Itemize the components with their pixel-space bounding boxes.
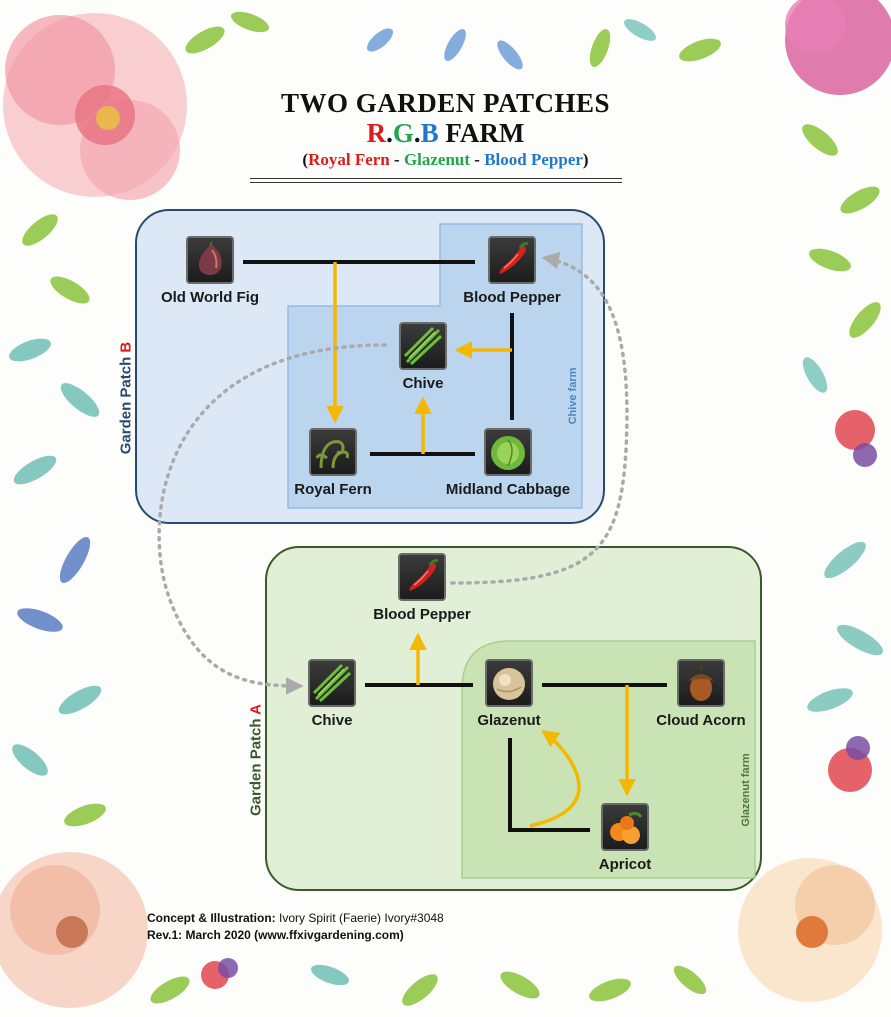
title-dot-2: . xyxy=(413,118,421,148)
title-sep-1: - xyxy=(389,150,404,169)
node-royal-fern: Royal Fern xyxy=(258,428,408,498)
apricot-icon xyxy=(601,803,649,851)
label-apricot: Apricot xyxy=(598,856,652,873)
node-glazenut: Glazenut xyxy=(434,659,584,729)
title-paren-close: ) xyxy=(582,150,589,169)
title-sep-2: - xyxy=(470,150,485,169)
title-rule-1 xyxy=(250,178,622,179)
title-line-1: TWO GARDEN PATCHES xyxy=(280,88,611,118)
pepper-icon xyxy=(488,236,536,284)
fuchsia-flower-bottom xyxy=(201,958,238,989)
glazenut-icon xyxy=(485,659,533,707)
label-blood-pepper-b: Blood Pepper xyxy=(463,289,561,306)
node-midland-cabbage: Midland Cabbage xyxy=(433,428,583,498)
title-dot-1: . xyxy=(386,118,393,148)
fuchsia-flower-right xyxy=(828,410,877,792)
teal-leaves-right xyxy=(807,541,883,712)
node-blood-pepper-b: Blood Pepper xyxy=(437,236,587,306)
title-farm: FARM xyxy=(438,118,525,148)
node-chive-b: Chive xyxy=(348,322,498,392)
pepper-icon xyxy=(398,553,446,601)
credits: Concept & Illustration: Ivory Spirit (Fa… xyxy=(147,910,444,944)
credit-concept-text: Ivory Spirit (Faerie) Ivory#3048 xyxy=(275,911,444,925)
cross-patch-links xyxy=(157,251,629,695)
title-blood-pepper: Blood Pepper xyxy=(484,150,583,169)
garden-patch-b-label: Garden Patch B xyxy=(118,342,135,455)
title-b: B xyxy=(420,118,439,148)
node-cloud-acorn: Cloud Acorn xyxy=(626,659,776,729)
left-leaves xyxy=(9,214,106,827)
node-old-world-fig: Old World Fig xyxy=(135,236,285,306)
label-old-world-fig: Old World Fig xyxy=(160,289,260,306)
peach-rose-bottom-left xyxy=(0,852,148,1008)
fern-icon xyxy=(309,428,357,476)
title-paren-open: ( xyxy=(302,150,309,169)
pink-peony-top-left xyxy=(3,13,187,200)
node-blood-pepper-a: Blood Pepper xyxy=(347,553,497,623)
node-apricot: Apricot xyxy=(550,803,700,873)
credit-concept-label: Concept & Illustration: xyxy=(147,911,276,925)
glazenut-farm-label: Glazenut farm xyxy=(740,753,752,827)
chive-farm-label: Chive farm xyxy=(567,367,579,425)
garden-patch-b-letter: B xyxy=(117,341,135,353)
credit-line-1: Concept & Illustration: Ivory Spirit (Fa… xyxy=(147,910,444,927)
title-royal-fern: Royal Fern xyxy=(308,150,390,169)
chive-icon xyxy=(308,659,356,707)
label-glazenut: Glazenut xyxy=(477,712,541,729)
fig-icon xyxy=(186,236,234,284)
title-glazenut: Glazenut xyxy=(403,150,471,169)
title-g: G xyxy=(392,118,414,148)
top-leaves xyxy=(185,11,721,70)
credit-revision: Rev.1: March 2020 (www.ffxivgardening.co… xyxy=(147,928,404,942)
title-rule-2 xyxy=(250,182,622,183)
cabbage-icon xyxy=(484,428,532,476)
chive-icon xyxy=(399,322,447,370)
credit-line-2: Rev.1: March 2020 (www.ffxivgardening.co… xyxy=(147,927,444,944)
label-cloud-acorn: Cloud Acorn xyxy=(656,712,746,729)
title-line-2: R.G.B FARM xyxy=(0,118,891,149)
magenta-flower-top-right xyxy=(785,0,891,95)
node-chive-a: Chive xyxy=(257,659,407,729)
label-chive-a: Chive xyxy=(311,712,353,729)
right-leaves xyxy=(802,124,881,393)
acorn-icon xyxy=(677,659,725,707)
label-royal-fern: Royal Fern xyxy=(294,481,372,498)
label-midland-cabbage: Midland Cabbage xyxy=(445,481,571,498)
garden-patch-a-text: Garden Patch xyxy=(247,714,265,816)
label-chive-b: Chive xyxy=(402,375,444,392)
title-r: R xyxy=(366,118,387,148)
patch-a-arrows xyxy=(409,632,636,828)
peach-rose-bottom-right xyxy=(738,858,882,1002)
title-line-3: (Royal Fern - Glazenut - Blood Pepper) xyxy=(0,150,891,170)
bottom-leaves xyxy=(150,964,707,1006)
patch-b-arrows xyxy=(326,262,512,454)
garden-patch-b-text: Garden Patch xyxy=(117,352,135,455)
label-blood-pepper-a: Blood Pepper xyxy=(373,606,471,623)
